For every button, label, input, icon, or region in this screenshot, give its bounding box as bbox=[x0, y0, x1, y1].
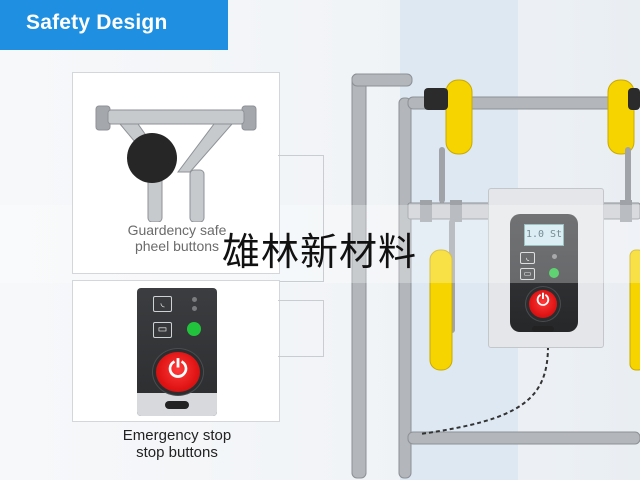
sleep-icon[interactable]: ◟ bbox=[520, 252, 535, 264]
top-wheel-left bbox=[445, 79, 473, 155]
panel-slot bbox=[532, 326, 554, 332]
bottom-wheel-right bbox=[629, 249, 640, 371]
rail-bracket bbox=[450, 200, 462, 222]
top-wheel-right-hub bbox=[628, 88, 640, 110]
callout-bracket bbox=[278, 300, 324, 357]
dashed-cable bbox=[419, 345, 549, 435]
lcd-display: 1.0 St bbox=[524, 224, 564, 246]
top-wheel-right bbox=[607, 79, 635, 155]
callout-bracket bbox=[278, 155, 324, 282]
emergency-stop-button-panel[interactable] bbox=[529, 290, 557, 318]
bottom-wheel-left bbox=[429, 249, 453, 371]
rail-bracket bbox=[420, 200, 432, 222]
estop-caption: Emergency stop stop buttons bbox=[70, 427, 284, 461]
power-icon: ⏻ bbox=[168, 356, 188, 383]
emergency-stop-button[interactable] bbox=[156, 352, 200, 392]
device-slot bbox=[165, 401, 189, 409]
guard-caption-line2: pheel buttons bbox=[134, 238, 220, 254]
watermark-text: 雄林新材料 bbox=[222, 230, 418, 274]
estop-caption-line1: Emergency stop bbox=[122, 427, 232, 444]
guard-safety-button bbox=[127, 133, 177, 183]
guard-caption-line1: Guardency safe bbox=[127, 222, 227, 238]
power-icon: ⏻ bbox=[536, 292, 550, 309]
frame-post-inner bbox=[398, 97, 412, 479]
frame-bottom-rail bbox=[407, 431, 640, 445]
frame-top-bar bbox=[351, 73, 413, 87]
status-indicator bbox=[192, 306, 197, 311]
status-indicator bbox=[192, 297, 197, 302]
green-status-button[interactable] bbox=[549, 268, 559, 278]
guard-wheel-graphic bbox=[95, 105, 257, 222]
rail-bracket bbox=[620, 200, 632, 222]
section-badge: Safety Design bbox=[0, 0, 228, 50]
estop-caption-line2: stop buttons bbox=[136, 444, 218, 461]
green-status-button[interactable] bbox=[187, 322, 201, 336]
bed-icon[interactable]: ▭ bbox=[520, 268, 535, 280]
bed-icon[interactable]: ▭ bbox=[153, 322, 172, 338]
badge-title: Safety Design bbox=[26, 11, 168, 34]
sleep-icon[interactable]: ◟ bbox=[153, 296, 172, 312]
guard-caption: Guardency safe pheel buttons bbox=[82, 222, 272, 254]
status-indicator bbox=[552, 254, 557, 259]
top-wheel-left-hub bbox=[424, 88, 448, 110]
